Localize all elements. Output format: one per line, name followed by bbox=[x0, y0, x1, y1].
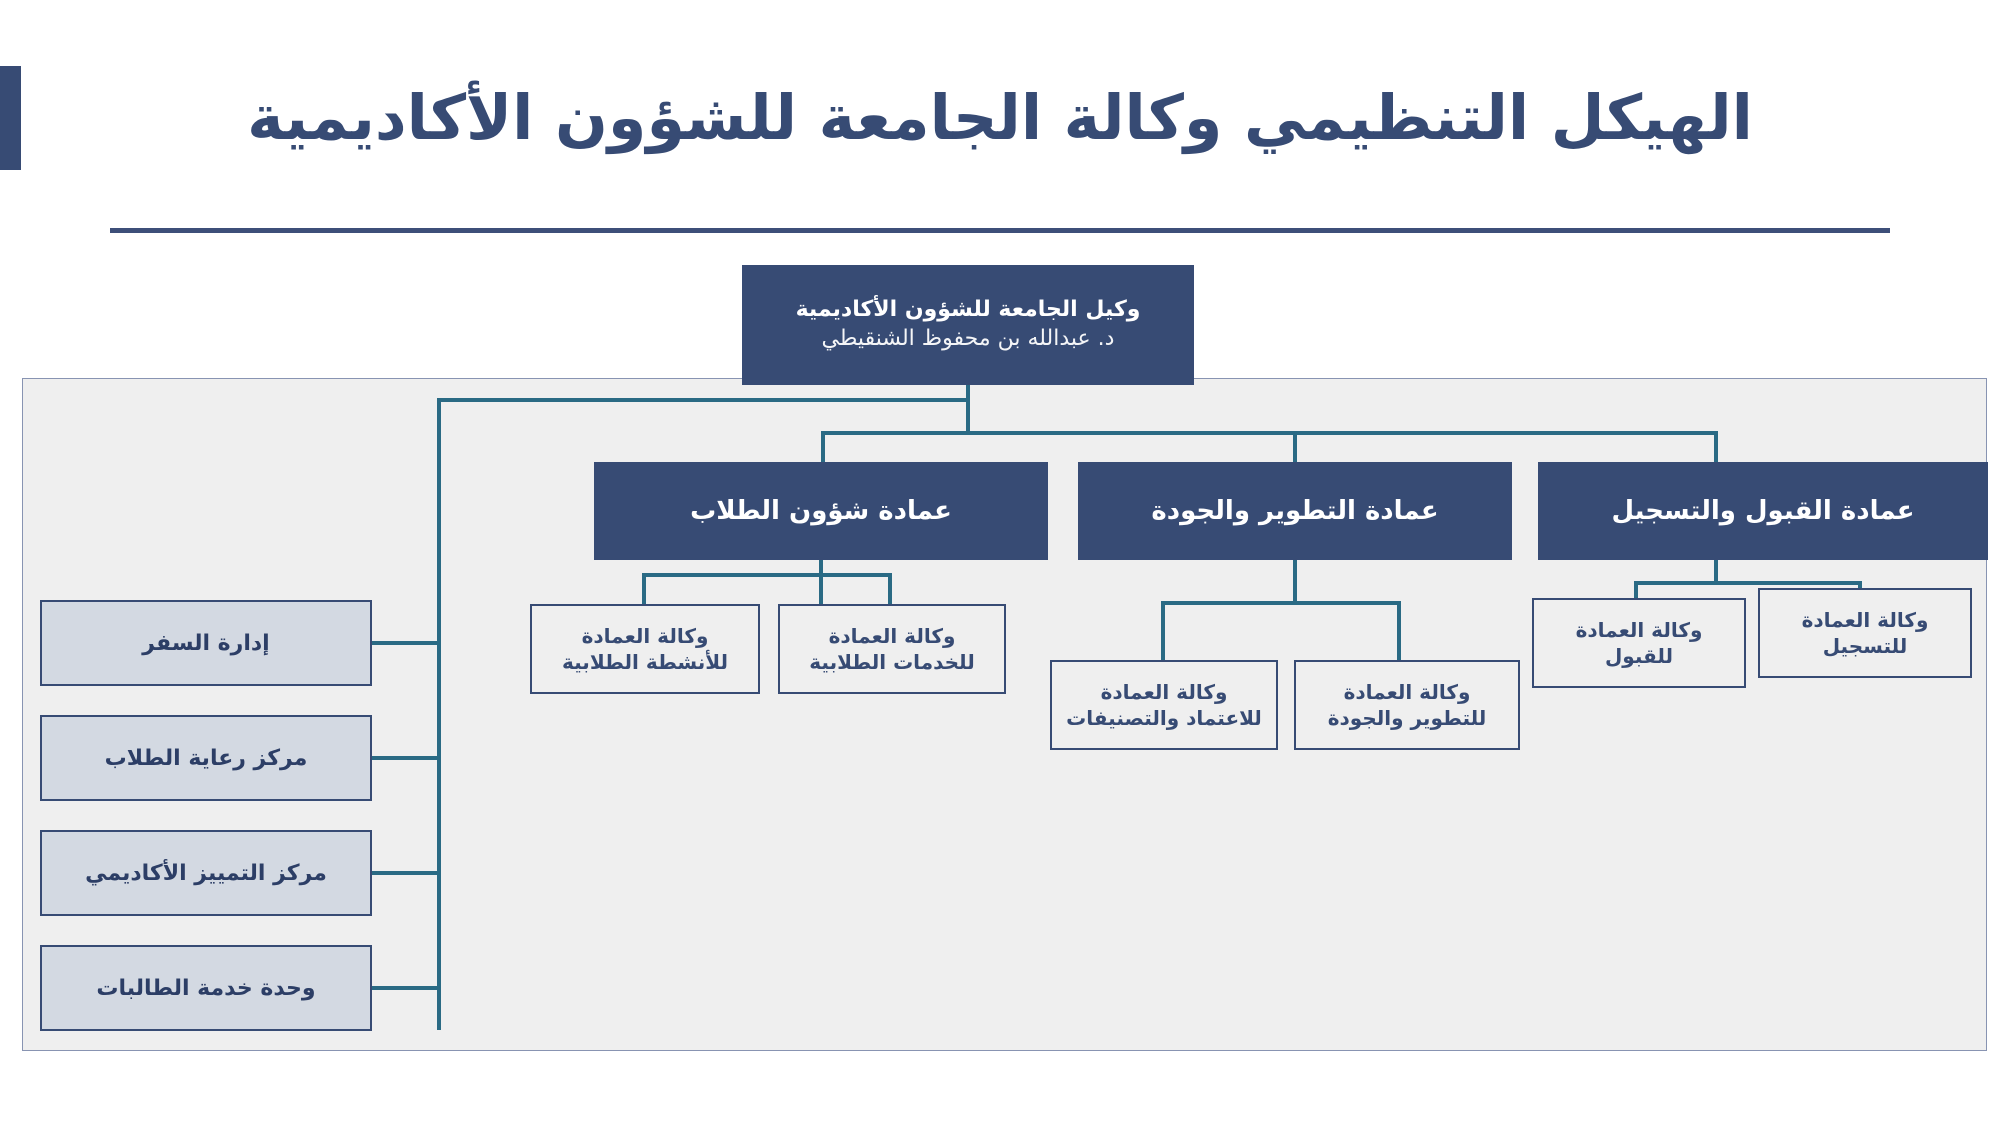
connector-root-stem bbox=[966, 385, 970, 434]
node-vice-deanship-student-activities-label: وكالة العمادة للأنشطة الطلابية bbox=[562, 624, 728, 674]
connector-students-drop-services bbox=[888, 573, 892, 605]
node-unit-student-care-center-label: مركز رعاية الطلاب bbox=[104, 745, 308, 771]
node-vice-deanship-student-services-label: وكالة العمادة للخدمات الطلابية bbox=[809, 624, 975, 674]
node-vice-deanship-registration-label: وكالة العمادة للتسجيل bbox=[1801, 608, 1929, 658]
connector-quality-drop-devquality bbox=[1397, 601, 1401, 662]
node-deanship-student-affairs-label: عمادة شؤون الطلاب bbox=[690, 496, 952, 526]
node-vice-deanship-development-quality[interactable]: وكالة العمادة للتطوير والجودة bbox=[1294, 660, 1520, 750]
connector-admission-drop-admit bbox=[1634, 581, 1638, 601]
node-vice-deanship-student-activities[interactable]: وكالة العمادة للأنشطة الطلابية bbox=[530, 604, 760, 694]
connector-unit-travel bbox=[371, 641, 441, 645]
connector-left-spine bbox=[437, 398, 441, 1030]
connector-admission-drop-register bbox=[1858, 581, 1862, 591]
node-deanship-student-affairs[interactable]: عمادة شؤون الطلاب bbox=[594, 462, 1048, 560]
connector-admission-bar bbox=[1634, 581, 1862, 585]
node-vice-deanship-student-services[interactable]: وكالة العمادة للخدمات الطلابية bbox=[778, 604, 1006, 694]
node-unit-academic-excellence-center[interactable]: مركز التمييز الأكاديمي bbox=[40, 830, 372, 916]
node-vice-president-person: د. عبدالله بن محفوظ الشنقيطي bbox=[821, 325, 1115, 351]
connector-unit-student-care bbox=[371, 756, 441, 760]
connector-quality-bar bbox=[1161, 601, 1401, 605]
node-unit-academic-excellence-center-label: مركز التمييز الأكاديمي bbox=[85, 860, 327, 886]
connector-root-left-bus bbox=[437, 398, 969, 402]
node-unit-travel-administration-label: إدارة السفر bbox=[142, 630, 270, 656]
node-vice-deanship-accreditation-rankings-label: وكالة العمادة للاعتماد والتصنيفات bbox=[1066, 680, 1262, 730]
title-accent-bar bbox=[0, 66, 21, 170]
node-deanship-admission-registration[interactable]: عمادة القبول والتسجيل bbox=[1538, 462, 1988, 560]
connector-drop-quality bbox=[1293, 431, 1297, 464]
node-vice-president[interactable]: وكيل الجامعة للشؤون الأكاديمية د. عبدالل… bbox=[742, 265, 1194, 385]
connector-unit-academic-excellence bbox=[371, 871, 441, 875]
connector-students-bar bbox=[642, 573, 892, 577]
connector-drop-students bbox=[821, 431, 825, 464]
connector-quality-drop-accredit bbox=[1161, 601, 1165, 662]
node-vice-deanship-admission-label: وكالة العمادة للقبول bbox=[1575, 618, 1703, 668]
title-divider-rule bbox=[110, 228, 1890, 233]
node-deanship-development-quality[interactable]: عمادة التطوير والجودة bbox=[1078, 462, 1512, 560]
node-unit-travel-administration[interactable]: إدارة السفر bbox=[40, 600, 372, 686]
node-deanship-development-quality-label: عمادة التطوير والجودة bbox=[1151, 496, 1439, 526]
node-unit-student-care-center[interactable]: مركز رعاية الطلاب bbox=[40, 715, 372, 801]
connector-drop-admission bbox=[1714, 431, 1718, 464]
node-vice-deanship-registration[interactable]: وكالة العمادة للتسجيل bbox=[1758, 588, 1972, 678]
node-vice-deanship-accreditation-rankings[interactable]: وكالة العمادة للاعتماد والتصنيفات bbox=[1050, 660, 1278, 750]
connector-students-stem bbox=[819, 560, 823, 605]
node-deanship-admission-registration-label: عمادة القبول والتسجيل bbox=[1611, 496, 1915, 526]
node-vice-president-title: وكيل الجامعة للشؤون الأكاديمية bbox=[795, 297, 1141, 323]
node-vice-deanship-admission[interactable]: وكالة العمادة للقبول bbox=[1532, 598, 1746, 688]
connector-admission-stem bbox=[1714, 560, 1718, 584]
connector-deanship-bus bbox=[821, 431, 1718, 435]
node-vice-deanship-development-quality-label: وكالة العمادة للتطوير والجودة bbox=[1327, 680, 1487, 730]
connector-quality-mid-stem bbox=[1293, 560, 1297, 605]
connector-unit-female-services bbox=[371, 986, 441, 990]
page-title: الهيكل التنظيمي وكالة الجامعة للشؤون الأ… bbox=[247, 81, 1753, 155]
node-unit-female-student-services[interactable]: وحدة خدمة الطالبات bbox=[40, 945, 372, 1031]
connector-students-drop-activities bbox=[642, 573, 646, 605]
node-unit-female-student-services-label: وحدة خدمة الطالبات bbox=[96, 975, 316, 1001]
